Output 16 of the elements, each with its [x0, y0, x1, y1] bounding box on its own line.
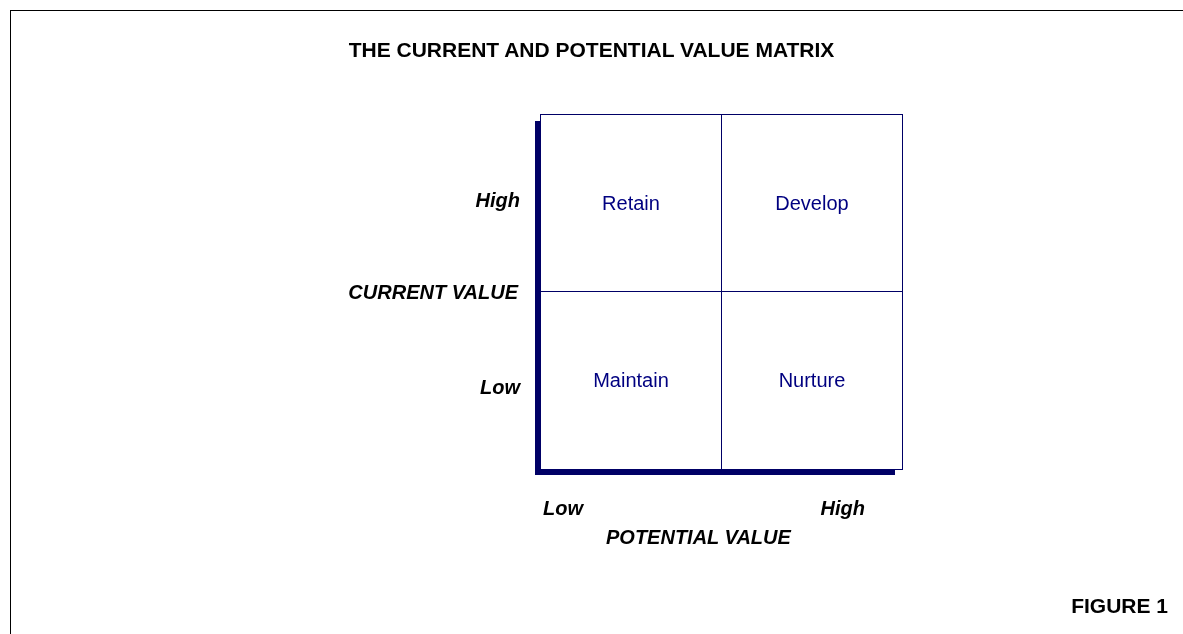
- quadrant-label: Maintain: [593, 369, 669, 392]
- axis-label: POTENTIAL VALUE: [606, 525, 791, 549]
- matrix-quadrant: [721, 291, 903, 470]
- matrix-quadrant: [721, 114, 903, 293]
- figure-caption: FIGURE 1: [1071, 594, 1168, 618]
- matrix-quadrant: [540, 114, 722, 293]
- axis-label: Low: [543, 496, 583, 520]
- title: THE CURRENT AND POTENTIAL VALUE MATRIX: [347, 38, 836, 62]
- axis-label: High: [475, 188, 520, 212]
- quadrant-label: Retain: [602, 192, 660, 215]
- quadrant-label: Nurture: [778, 369, 846, 392]
- axis-label: Low: [480, 375, 520, 399]
- axis-label: CURRENT VALUE: [348, 280, 518, 304]
- matrix-quadrant: [540, 291, 722, 470]
- quadrant-label: Develop: [775, 192, 849, 215]
- axis-label: High: [820, 496, 865, 520]
